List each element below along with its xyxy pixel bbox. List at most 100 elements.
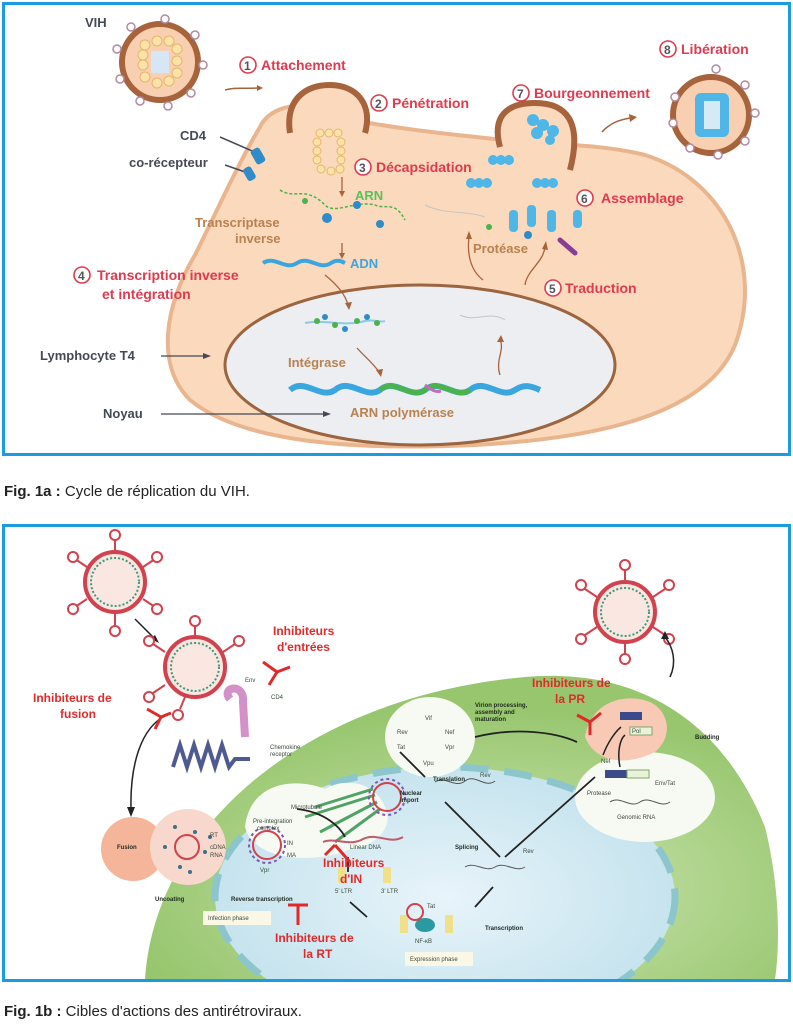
antiretroviral-targets-diagram: Env CD4 Chemokine receptor Inhibiteurs d…	[33, 529, 778, 979]
inhibitor-entry: Inhibiteurs d'entrées	[262, 624, 335, 686]
adn-label: ADN	[350, 256, 378, 271]
protein-vpr: Vpr	[445, 745, 454, 751]
protein-rev: Rev	[397, 730, 408, 736]
fusion-label: Fusion	[117, 845, 137, 851]
step-6: 6 Assemblage	[576, 189, 684, 207]
ltr5-label: 5' LTR	[335, 889, 353, 895]
translation-label: Translation	[433, 777, 465, 783]
step-2-label: Pénétration	[392, 95, 469, 111]
vih-label: VIH	[85, 15, 107, 30]
protease-label: Protéase	[473, 241, 528, 256]
figure-1b-caption-text: Cibles d'actions des antirétroviraux.	[61, 1003, 302, 1020]
protein-tat: Tat	[397, 745, 405, 751]
infection-phase-label: Infection phase	[208, 916, 249, 922]
cd4-small-label: CD4	[271, 695, 284, 701]
tat-label: Tat	[427, 904, 435, 910]
chemokine-receptor	[171, 738, 250, 774]
preintegration-label: Pre-integration	[253, 819, 292, 825]
linear-dna-label: Linear DNA	[350, 845, 381, 851]
transcription-label: Transcription	[485, 926, 523, 932]
protease-small-label: Protease	[587, 791, 612, 797]
svg-text:2: 2	[375, 97, 382, 111]
svg-text:5: 5	[549, 282, 556, 296]
svg-text:8: 8	[664, 43, 671, 57]
inhibitor-pr: Inhibiteurs de la PR	[532, 676, 611, 735]
inhibitor-pr-label-2: la PR	[555, 692, 585, 706]
step-3: 3 Décapsidation	[354, 158, 472, 176]
transcriptase-label-2: inverse	[235, 231, 281, 246]
noyau-label: Noyau	[103, 406, 143, 421]
nuclear-import-label-2: import	[400, 798, 419, 804]
step-5: 5 Traduction	[544, 279, 637, 297]
figure-1a-panel: VIH CD4 co-récepteur 1 Attachement 2 Pén…	[2, 2, 791, 456]
expression-phase-label: Expression phase	[410, 957, 458, 963]
figure-1b-caption: Fig. 1b : Cibles d'actions des antirétro…	[4, 1003, 302, 1020]
pol-label: Pol	[632, 729, 641, 735]
budding-proteins	[466, 114, 582, 232]
step-4-label-2: et intégration	[102, 286, 191, 302]
arn-strand	[279, 189, 406, 228]
rev-label: Rev	[480, 773, 491, 779]
in-label: IN	[287, 841, 293, 847]
protein-vif: Vif	[425, 716, 432, 722]
transcriptase-label: Transcriptase	[195, 215, 280, 230]
cd4-label: CD4	[180, 128, 207, 143]
attaching-virion	[143, 615, 245, 721]
splicing-label: Splicing	[455, 845, 479, 851]
step-4-label: Transcription inverse	[97, 267, 239, 283]
figure-1b-panel: Env CD4 Chemokine receptor Inhibiteurs d…	[2, 524, 791, 982]
integrated-dna	[304, 319, 386, 325]
step-1-label: Attachement	[261, 57, 346, 73]
nef-small-label: Nef	[601, 759, 611, 765]
reverse-transcription-label: Reverse transcription	[231, 897, 293, 903]
step-2: 2 Pénétration	[370, 94, 469, 112]
vih-virion	[112, 14, 208, 111]
env-label: Env	[245, 678, 255, 684]
accessory-proteins: Vif Rev Nef Tat Vpr Vpu	[397, 716, 455, 767]
step-7-label: Bourgeonnement	[534, 85, 650, 101]
step-7: 7 Bourgeonnement	[512, 84, 650, 102]
ltr3-label: 3' LTR	[381, 889, 399, 895]
protein-bubble	[385, 697, 475, 777]
step-5-label: Traduction	[565, 280, 637, 296]
microtubule-label: Microtubule	[291, 805, 323, 811]
integrase-label: Intégrase	[288, 355, 346, 370]
adn-helix	[261, 258, 346, 268]
inhibitor-rt-label: Inhibiteurs de	[275, 931, 354, 945]
figure-1a-caption-text: Cycle de réplication du VIH.	[60, 483, 250, 500]
release-arrow	[601, 117, 631, 133]
env-rna-label: Env/Tat	[655, 781, 675, 787]
ma-label: MA	[287, 853, 296, 859]
figure-1b-caption-label: Fig. 1b :	[4, 1003, 62, 1020]
svg-text:6: 6	[581, 192, 588, 206]
arn-polymerase-label: ARN polymérase	[350, 405, 454, 420]
inhibitor-entry-label-2: d'entrées	[277, 640, 330, 654]
chemokine-label-2: receptor	[270, 752, 292, 758]
cd4-receptor	[223, 684, 249, 738]
budding-label: Budding	[695, 735, 720, 741]
mature-virion	[575, 559, 675, 665]
inhibitor-in: Inhibiteurs d'IN	[323, 843, 385, 886]
chemokine-label: Chemokine	[270, 745, 301, 751]
nuclear-import-label: Nuclear	[400, 791, 423, 797]
hiv-replication-cycle-diagram: VIH CD4 co-récepteur 1 Attachement 2 Pén…	[40, 14, 760, 449]
uncoating-vesicle	[150, 809, 226, 885]
inhibitor-fusion-label: Inhibiteurs de	[33, 691, 112, 705]
step-3-label: Décapsidation	[376, 159, 472, 175]
step-8: 8 Libération	[659, 40, 749, 58]
svg-text:1: 1	[244, 59, 251, 73]
released-virion	[668, 64, 760, 160]
arn-label: ARN	[355, 188, 383, 203]
budding-site	[585, 698, 667, 761]
step-8-label: Libération	[681, 41, 749, 57]
penetration-bud	[286, 81, 371, 134]
inhibitor-entry-label: Inhibiteurs	[273, 624, 335, 638]
fusion-vesicle	[101, 817, 165, 881]
inhibitor-pr-label: Inhibiteurs de	[532, 676, 611, 690]
inhibitor-fusion: Inhibiteurs de fusion	[33, 691, 172, 730]
protein-nef: Nef	[445, 730, 455, 736]
genomic-rna-label: Genomic RNA	[617, 815, 655, 821]
virion-processing-label: Virion processing,	[475, 703, 528, 709]
protein-vpu: Vpu	[423, 761, 434, 767]
svg-text:7: 7	[517, 87, 524, 101]
